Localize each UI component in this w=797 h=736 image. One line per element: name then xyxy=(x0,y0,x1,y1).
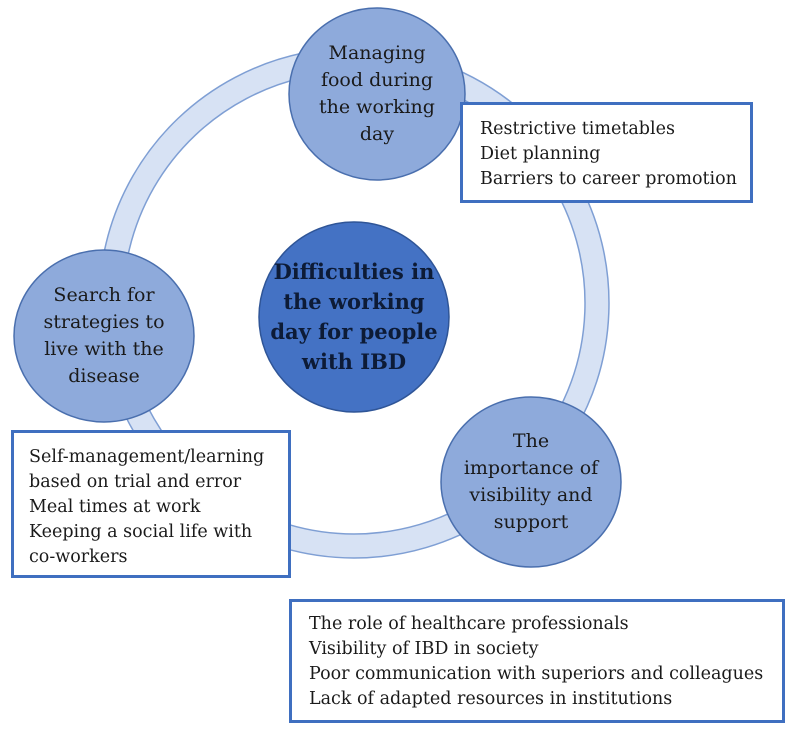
box-bottom-list: The role of healthcare professionals Vis… xyxy=(309,612,774,712)
box-bottom-item: Poor communication with superiors and co… xyxy=(309,664,764,684)
box-left-list: Self-management/learning based on trial … xyxy=(29,445,280,570)
node-left-circle xyxy=(13,249,195,423)
node-top-label: Managing food during the working day xyxy=(299,14,455,174)
node-left-label: Search for strategies to live with the d… xyxy=(24,256,184,416)
center-text: Difficulties in the working day for peop… xyxy=(270,259,438,374)
box-top-item: Barriers to career promotion xyxy=(480,169,737,189)
box-bottom-item: The role of healthcare professionals xyxy=(309,614,629,634)
node-top-circle xyxy=(288,7,466,181)
node-left-text: Search for strategies to live with the d… xyxy=(43,284,165,387)
box-bottom-item: Lack of adapted resources in institution… xyxy=(309,689,673,709)
center-label: Difficulties in the working day for peop… xyxy=(269,232,439,402)
box-top-list: Restrictive timetables Diet planning Bar… xyxy=(480,117,742,192)
node-top-text: Managing food during the working day xyxy=(319,42,435,145)
box-bottom: The role of healthcare professionals Vis… xyxy=(289,599,785,723)
box-left-item: Self-management/learning based on trial … xyxy=(29,447,265,492)
box-top: Restrictive timetables Diet planning Bar… xyxy=(460,102,753,203)
box-top-item: Restrictive timetables xyxy=(480,119,675,139)
box-top-item: Diet planning xyxy=(480,144,601,164)
node-right-label: The importance of visibility and support xyxy=(451,402,611,562)
box-bottom-item: Visibility of IBD in society xyxy=(309,639,539,659)
node-right-text: The importance of visibility and support xyxy=(463,430,599,533)
box-left-item: Meal times at work xyxy=(29,497,201,517)
center-circle xyxy=(258,221,450,413)
node-right-circle xyxy=(440,396,622,568)
box-left: Self-management/learning based on trial … xyxy=(11,430,291,578)
box-left-item: Keeping a social life with co-workers xyxy=(29,522,253,567)
